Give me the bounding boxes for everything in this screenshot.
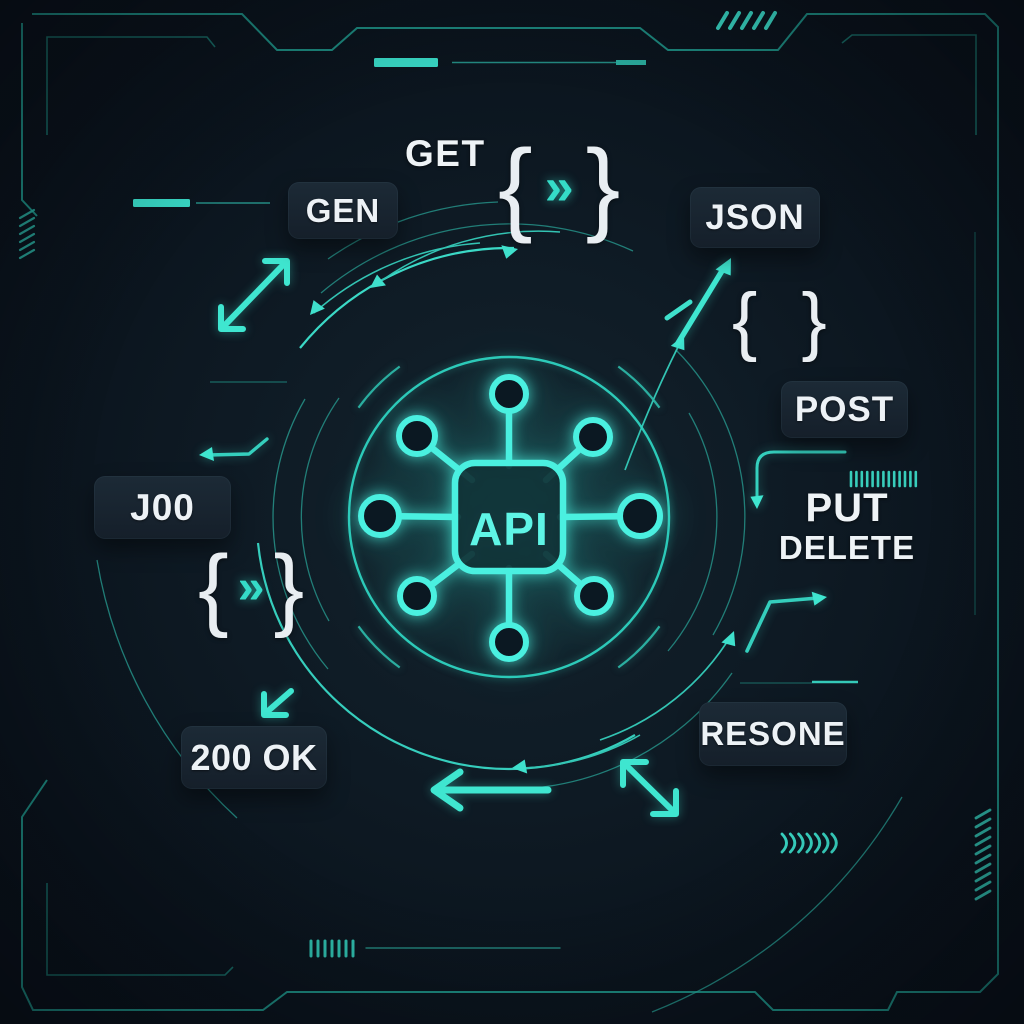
post-badge-label: POST — [794, 389, 895, 429]
json-badge: JSON — [690, 187, 820, 248]
double-chevron-icon: » — [544, 158, 574, 216]
gen-badge-label: GEN — [305, 191, 381, 229]
get-label: GET — [405, 133, 486, 174]
open-brace-glyph: { — [498, 129, 533, 245]
status-ok-badge: 200 OK — [181, 726, 327, 789]
delete-label: DELETE — [778, 529, 916, 566]
double-chevron-icon: » — [237, 561, 265, 614]
close-brace-glyph: } — [801, 278, 827, 363]
json-badge-label: JSON — [705, 197, 805, 237]
close-brace-glyph: } — [585, 129, 621, 245]
put-delete-labels: PUT DELETE — [758, 487, 936, 567]
code-braces-right: { } — [732, 280, 827, 362]
open-brace-glyph: { — [198, 537, 229, 639]
j00-badge-label: J00 — [130, 486, 195, 528]
put-label: PUT — [805, 486, 889, 530]
code-braces-top: { » } — [498, 129, 621, 245]
open-brace-glyph: { — [732, 278, 758, 363]
resone-badge: RESONE — [699, 702, 847, 766]
j00-badge: J00 — [94, 476, 231, 539]
status-ok-badge-label: 200 OK — [190, 736, 318, 778]
close-brace-glyph: } — [273, 537, 305, 639]
post-badge: POST — [781, 381, 908, 438]
resone-badge-label: RESONE — [700, 715, 846, 752]
code-braces-left: { » } — [198, 537, 305, 639]
gen-badge: GEN — [288, 182, 398, 239]
